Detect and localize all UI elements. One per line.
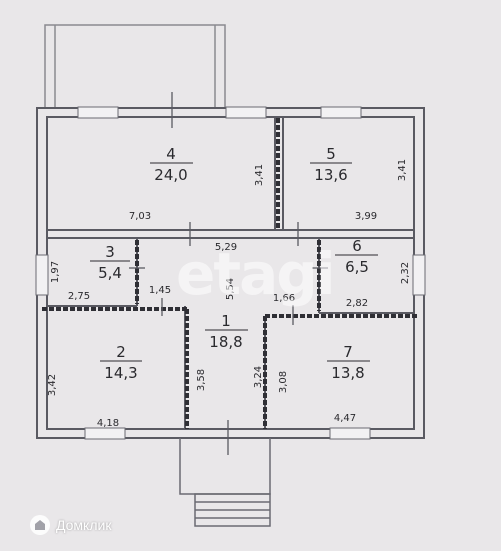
room-7-number: 7 (343, 343, 353, 361)
fraction-lines (90, 162, 378, 362)
bearing-walls (42, 118, 419, 429)
dim-label: 1,97 (50, 261, 61, 283)
dim-label: 1,66 (273, 293, 295, 304)
dim-label: 3,42 (47, 374, 58, 396)
dim-label: 5,54 (225, 278, 236, 300)
room-4-number: 4 (166, 145, 176, 163)
dim-label: 5,29 (215, 242, 237, 253)
door-marks (129, 92, 328, 455)
dim-label: 2,75 (68, 291, 90, 302)
room-3-area: 5,4 (98, 264, 122, 282)
dim-label: 3,58 (196, 369, 207, 391)
dimension-labels: 3,41 7,03 3,41 3,99 1,97 2,75 5,29 1,45 … (47, 159, 411, 429)
domclick-logo-icon (30, 515, 50, 535)
watermark-text: etagi (176, 240, 336, 308)
windows (35, 106, 426, 440)
dim-label: 3,99 (355, 211, 377, 222)
room-3-number: 3 (105, 243, 115, 261)
porch (179, 438, 271, 527)
room-2-area: 14,3 (104, 364, 137, 382)
dim-label: 3,41 (397, 159, 408, 181)
room-2-number: 2 (116, 343, 126, 361)
room-6-number: 6 (352, 237, 362, 255)
room-labels: 4 24,0 5 13,6 3 5,4 6 6,5 1 18,8 2 14,3 … (98, 145, 369, 382)
dim-label: 4,18 (97, 418, 119, 429)
room-5-area: 13,6 (314, 166, 347, 184)
dim-label: 2,32 (400, 262, 411, 284)
room-4-area: 24,0 (154, 166, 187, 184)
brand-name: Домклик (56, 517, 112, 533)
room-5-number: 5 (326, 145, 336, 163)
dim-label: 3,08 (278, 371, 289, 393)
room-1-number: 1 (221, 312, 231, 330)
room-7-area: 13,8 (331, 364, 364, 382)
room-1-area: 18,8 (209, 333, 242, 351)
dim-label: 3,24 (253, 366, 264, 388)
dim-label: 2,82 (346, 298, 368, 309)
dim-label: 7,03 (129, 211, 151, 222)
room-6-area: 6,5 (345, 258, 369, 276)
terrace-outline (44, 24, 226, 108)
brand-badge: Домклик (30, 514, 111, 536)
dim-label: 1,45 (149, 285, 171, 296)
dim-label: 3,41 (254, 164, 265, 186)
dim-label: 4,47 (334, 413, 356, 424)
